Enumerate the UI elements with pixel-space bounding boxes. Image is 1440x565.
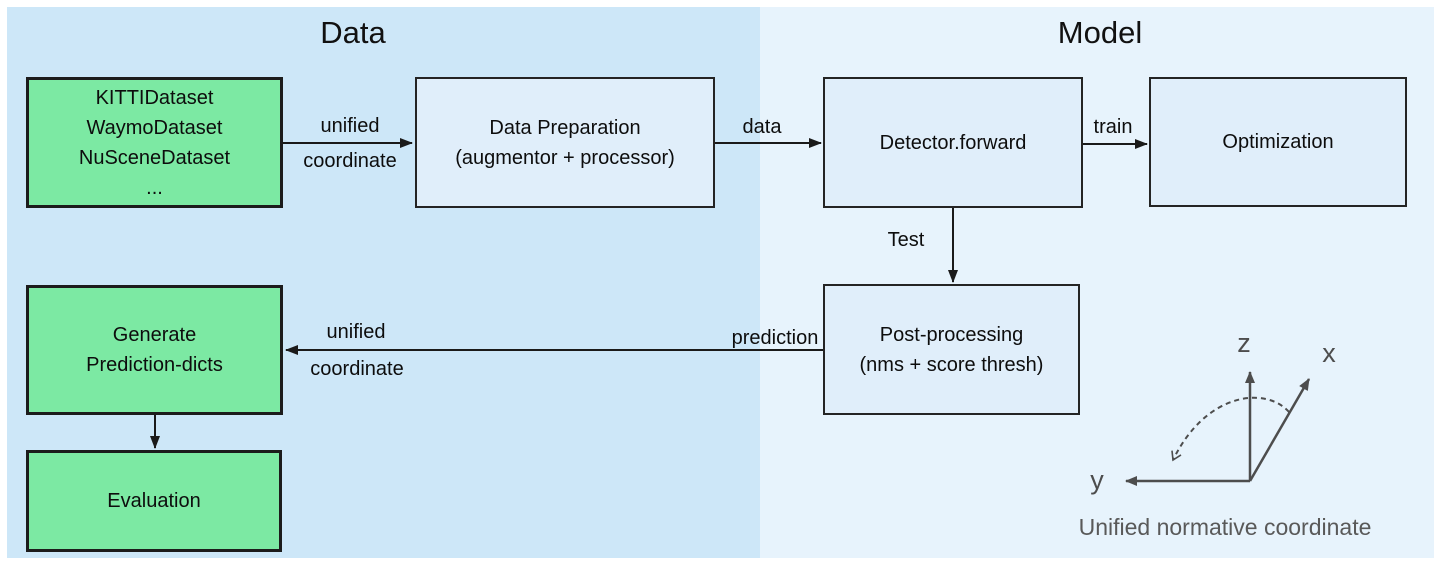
x-axis-label: x bbox=[1322, 338, 1336, 368]
axes-caption: Unified normative coordinate bbox=[1078, 514, 1372, 540]
datasets-box: KITTIDataset WaymoDataset NuSceneDataset… bbox=[26, 77, 283, 208]
datasets-line: NuSceneDataset bbox=[78, 146, 231, 169]
post-processing-subtitle: (nms + score thresh) bbox=[859, 353, 1044, 376]
z-axis-label: z bbox=[1237, 328, 1251, 358]
optimization-box: Optimization bbox=[1149, 77, 1407, 207]
unified-coordinate-label-top-line1: unified bbox=[320, 115, 380, 137]
x-axis-arrow bbox=[1248, 378, 1311, 482]
datasets-line: WaymoDataset bbox=[86, 116, 223, 139]
detector-forward-label: Detector.forward bbox=[879, 131, 1027, 154]
generate-prediction-line: Prediction-dicts bbox=[86, 354, 223, 376]
post-processing-box: Post-processing (nms + score thresh) bbox=[823, 284, 1080, 415]
unified-coordinate-label-top-line2: coordinate bbox=[303, 150, 397, 172]
data-edge-label: data bbox=[742, 116, 782, 138]
detector-forward-box: Detector.forward bbox=[823, 77, 1083, 208]
optimization-label: Optimization bbox=[1222, 131, 1334, 153]
y-axis-label: y bbox=[1090, 465, 1104, 495]
evaluation-label: Evaluation bbox=[107, 490, 201, 512]
rotation-arc-arrow bbox=[1171, 396, 1290, 462]
prediction-edge-label: prediction bbox=[731, 327, 819, 349]
unified-coordinate-label-bottom-line2: coordinate bbox=[310, 358, 404, 380]
datasets-line: KITTIDataset bbox=[95, 86, 214, 109]
test-edge-label: Test bbox=[887, 229, 925, 251]
data-preparation-title: Data Preparation bbox=[489, 116, 641, 139]
data-preparation-box: Data Preparation (augmentor + processor) bbox=[415, 77, 715, 208]
data-section-title: Data bbox=[320, 15, 386, 50]
unified-coordinate-label-bottom-line1: unified bbox=[326, 321, 386, 343]
model-section-title: Model bbox=[1057, 15, 1143, 50]
train-edge-label: train bbox=[1093, 116, 1133, 138]
generate-prediction-box: Generate Prediction-dicts bbox=[26, 285, 283, 415]
post-processing-title: Post-processing bbox=[879, 323, 1024, 346]
evaluation-box: Evaluation bbox=[26, 450, 282, 552]
generate-prediction-line: Generate bbox=[112, 324, 197, 346]
data-preparation-subtitle: (augmentor + processor) bbox=[455, 146, 675, 169]
datasets-line: ... bbox=[146, 176, 163, 199]
